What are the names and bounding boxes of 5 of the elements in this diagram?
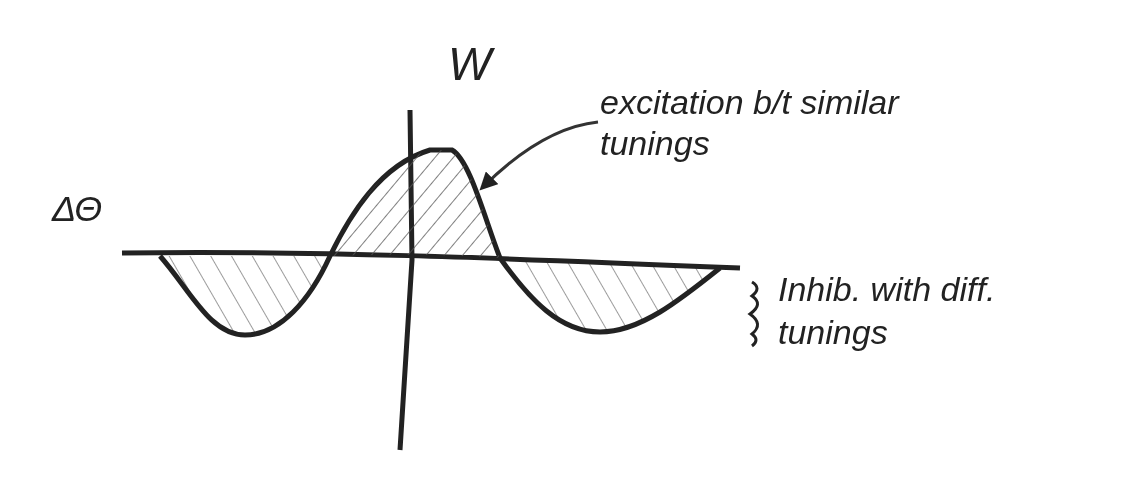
axis-label: ΔΘ [52, 187, 103, 231]
leader-arrow [479, 120, 599, 191]
annotation-text: Inhib. with diff. tunings [778, 269, 997, 353]
excitation-region [330, 150, 500, 258]
annotation-text: excitation b/t similar tunings [600, 82, 901, 164]
